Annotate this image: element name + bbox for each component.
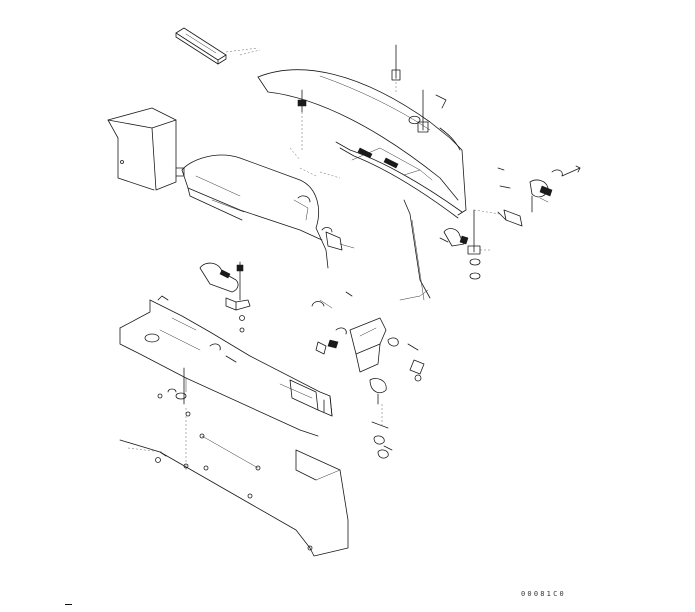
lower-plate [119,433,349,557]
base-frame [119,295,333,437]
mount-bolts [127,367,191,470]
right-rod [439,209,492,280]
corner-mark [65,604,72,605]
hinge-assembly [311,289,429,459]
link-arm [473,165,581,227]
bar-part [175,27,259,65]
drawing-code: 00081C0 [521,590,566,598]
leader-lines [239,49,397,179]
central-housing [181,154,355,269]
upper-cover-panel [257,69,467,219]
top-bolts [297,44,447,133]
left-bracket [107,107,185,191]
frame-edge [403,199,431,301]
hose-clamp [199,261,251,333]
